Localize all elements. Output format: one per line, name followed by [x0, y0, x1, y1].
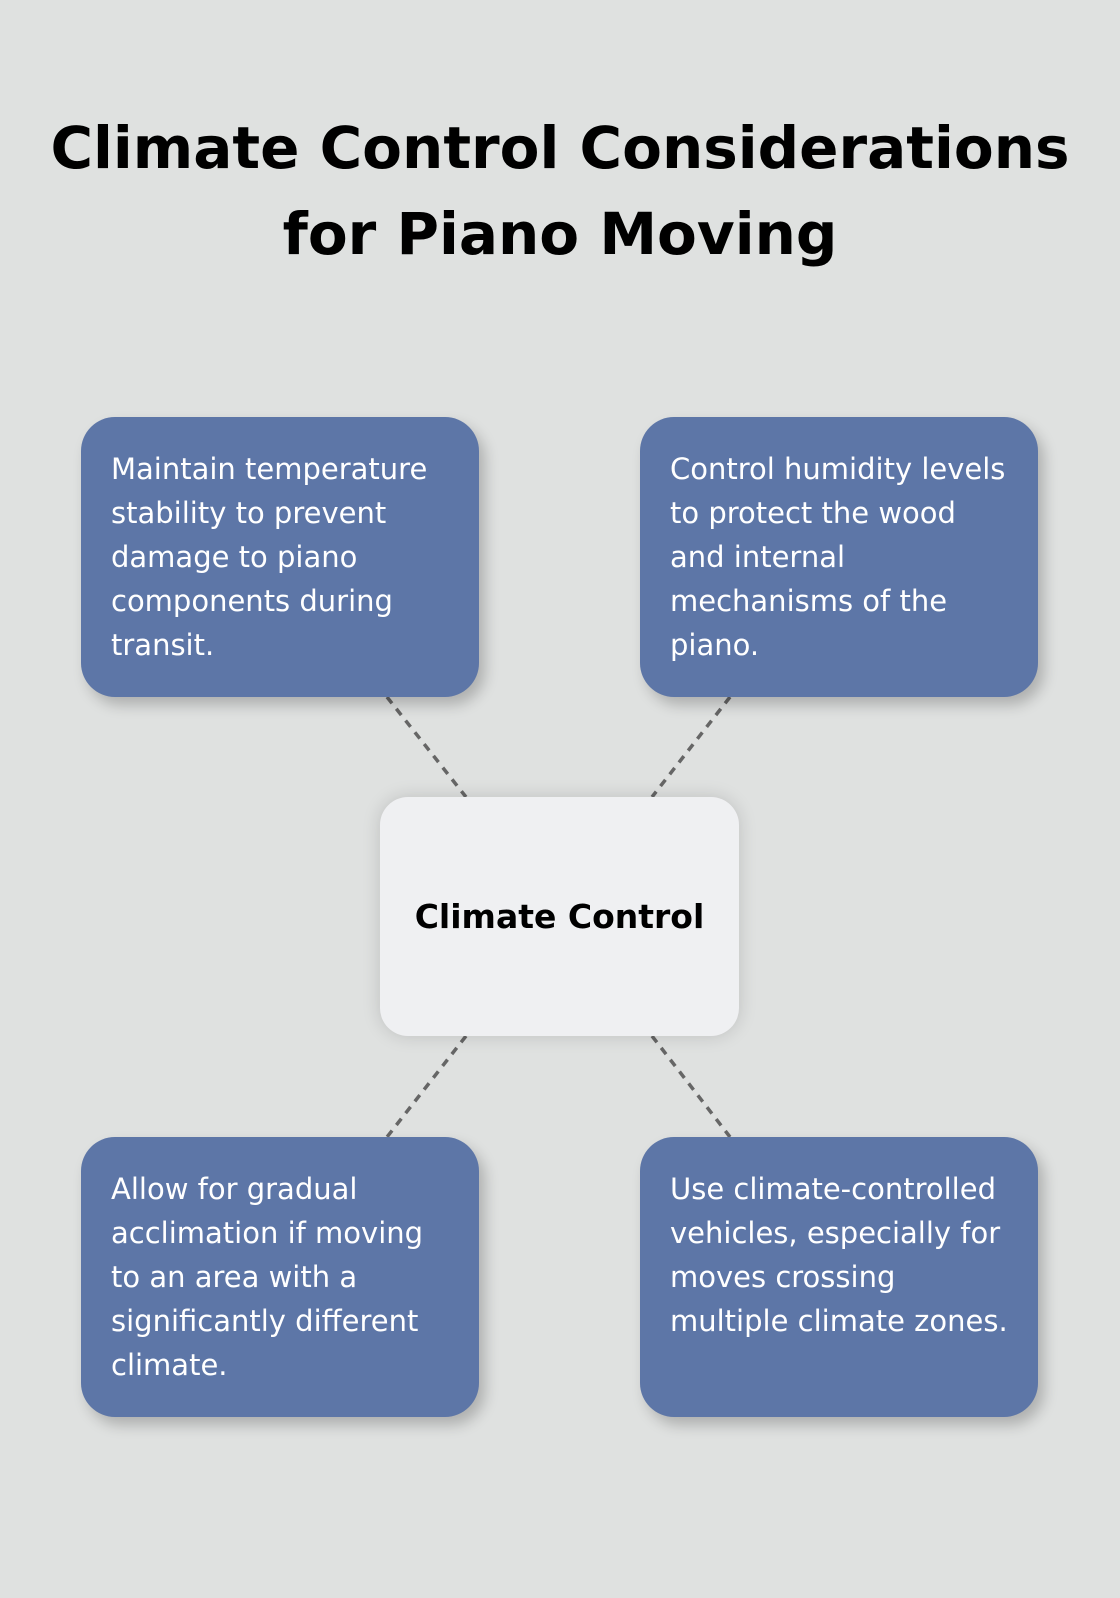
- node-text: Allow for gradual acclimation if moving …: [111, 1172, 424, 1382]
- node-temperature: Maintain temperature stability to preven…: [81, 417, 479, 697]
- title-line-1: Climate Control Considerations: [50, 114, 1070, 182]
- page-title: Climate Control Considerations for Piano…: [0, 105, 1120, 277]
- title-line-2: for Piano Moving: [282, 200, 838, 268]
- node-vehicles: Use climate-controlled vehicles, especia…: [640, 1137, 1038, 1417]
- connector-bottom-left: [385, 1034, 468, 1139]
- connector-bottom-right: [650, 1034, 732, 1139]
- connector-top-left: [385, 695, 468, 799]
- node-text: Maintain temperature stability to preven…: [111, 452, 428, 662]
- node-text: Use climate-controlled vehicles, especia…: [670, 1172, 1008, 1338]
- center-label: Climate Control: [414, 897, 705, 936]
- node-text: Control humidity levels to protect the w…: [670, 452, 1006, 662]
- node-humidity: Control humidity levels to protect the w…: [640, 417, 1038, 697]
- node-acclimation: Allow for gradual acclimation if moving …: [81, 1137, 479, 1417]
- center-node: Climate Control: [380, 797, 739, 1036]
- connector-top-right: [650, 695, 732, 799]
